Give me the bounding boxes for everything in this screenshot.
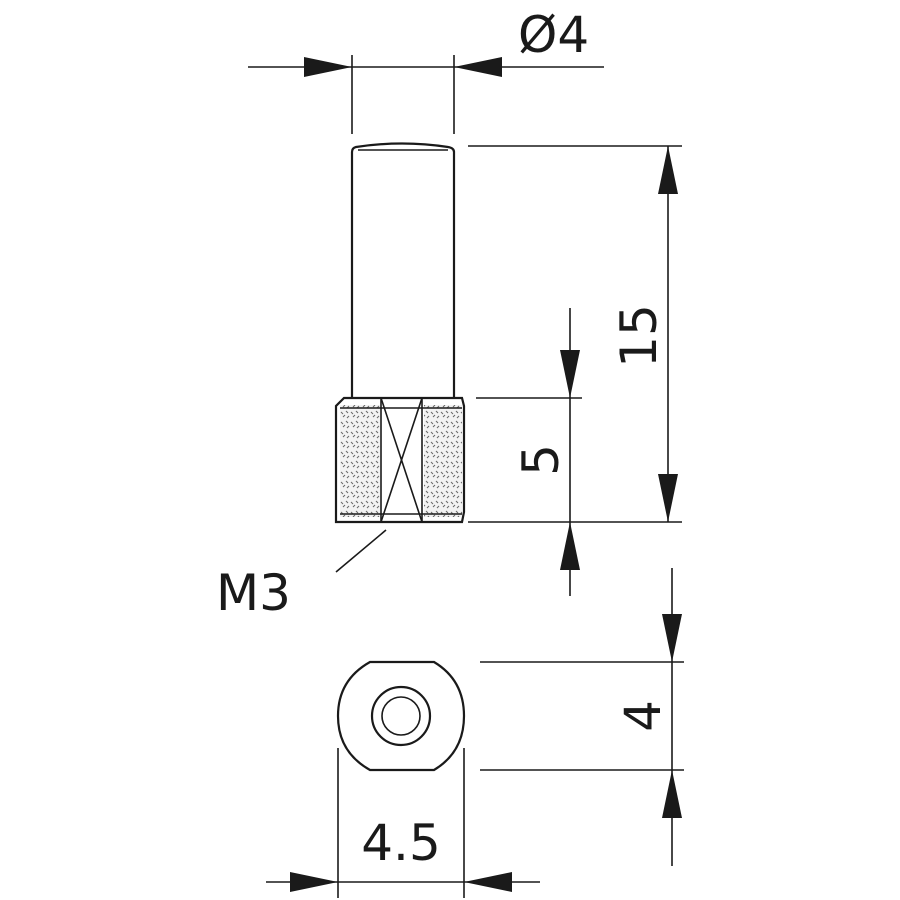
across-flats-label: 4 bbox=[614, 700, 672, 732]
length-dimension: 15 bbox=[468, 145, 682, 523]
hex-section-outline bbox=[334, 396, 466, 524]
thread-label: M3 bbox=[216, 564, 291, 622]
thread-arrow-bottom bbox=[560, 522, 580, 570]
flats-arrow-bottom bbox=[662, 770, 682, 818]
thread-callout: M3 bbox=[216, 529, 387, 622]
knurl-right bbox=[424, 405, 462, 517]
flats-arrow-top bbox=[662, 614, 682, 662]
pin-shaft bbox=[350, 142, 456, 398]
across-flats-dimension: 4 bbox=[480, 568, 684, 866]
length-arrow-bottom bbox=[658, 474, 678, 522]
diameter-arrow-left bbox=[304, 57, 352, 77]
hex-flat-diagonal-2 bbox=[380, 397, 423, 523]
end-view-outer-bore bbox=[370, 685, 432, 747]
end-view bbox=[336, 660, 466, 772]
length-arrow-top bbox=[658, 146, 678, 194]
thread-length-label: 5 bbox=[512, 444, 570, 476]
width-dimension: 4.5 bbox=[266, 748, 540, 898]
length-label: 15 bbox=[610, 304, 668, 368]
width-label: 4.5 bbox=[361, 814, 441, 872]
thread-leader-line bbox=[335, 529, 387, 573]
width-arrow-left bbox=[290, 872, 338, 892]
width-arrow-right bbox=[464, 872, 512, 892]
diameter-dimension: Ø4 bbox=[248, 6, 604, 134]
knurl-left bbox=[340, 405, 380, 517]
thread-arrow-top bbox=[560, 350, 580, 398]
end-view-inner-bore bbox=[381, 696, 421, 736]
diameter-arrow-right bbox=[454, 57, 502, 77]
thread-length-dimension: 5 bbox=[476, 308, 582, 596]
diameter-label: Ø4 bbox=[518, 6, 589, 64]
end-view-outline bbox=[336, 660, 466, 772]
side-view bbox=[334, 142, 466, 524]
